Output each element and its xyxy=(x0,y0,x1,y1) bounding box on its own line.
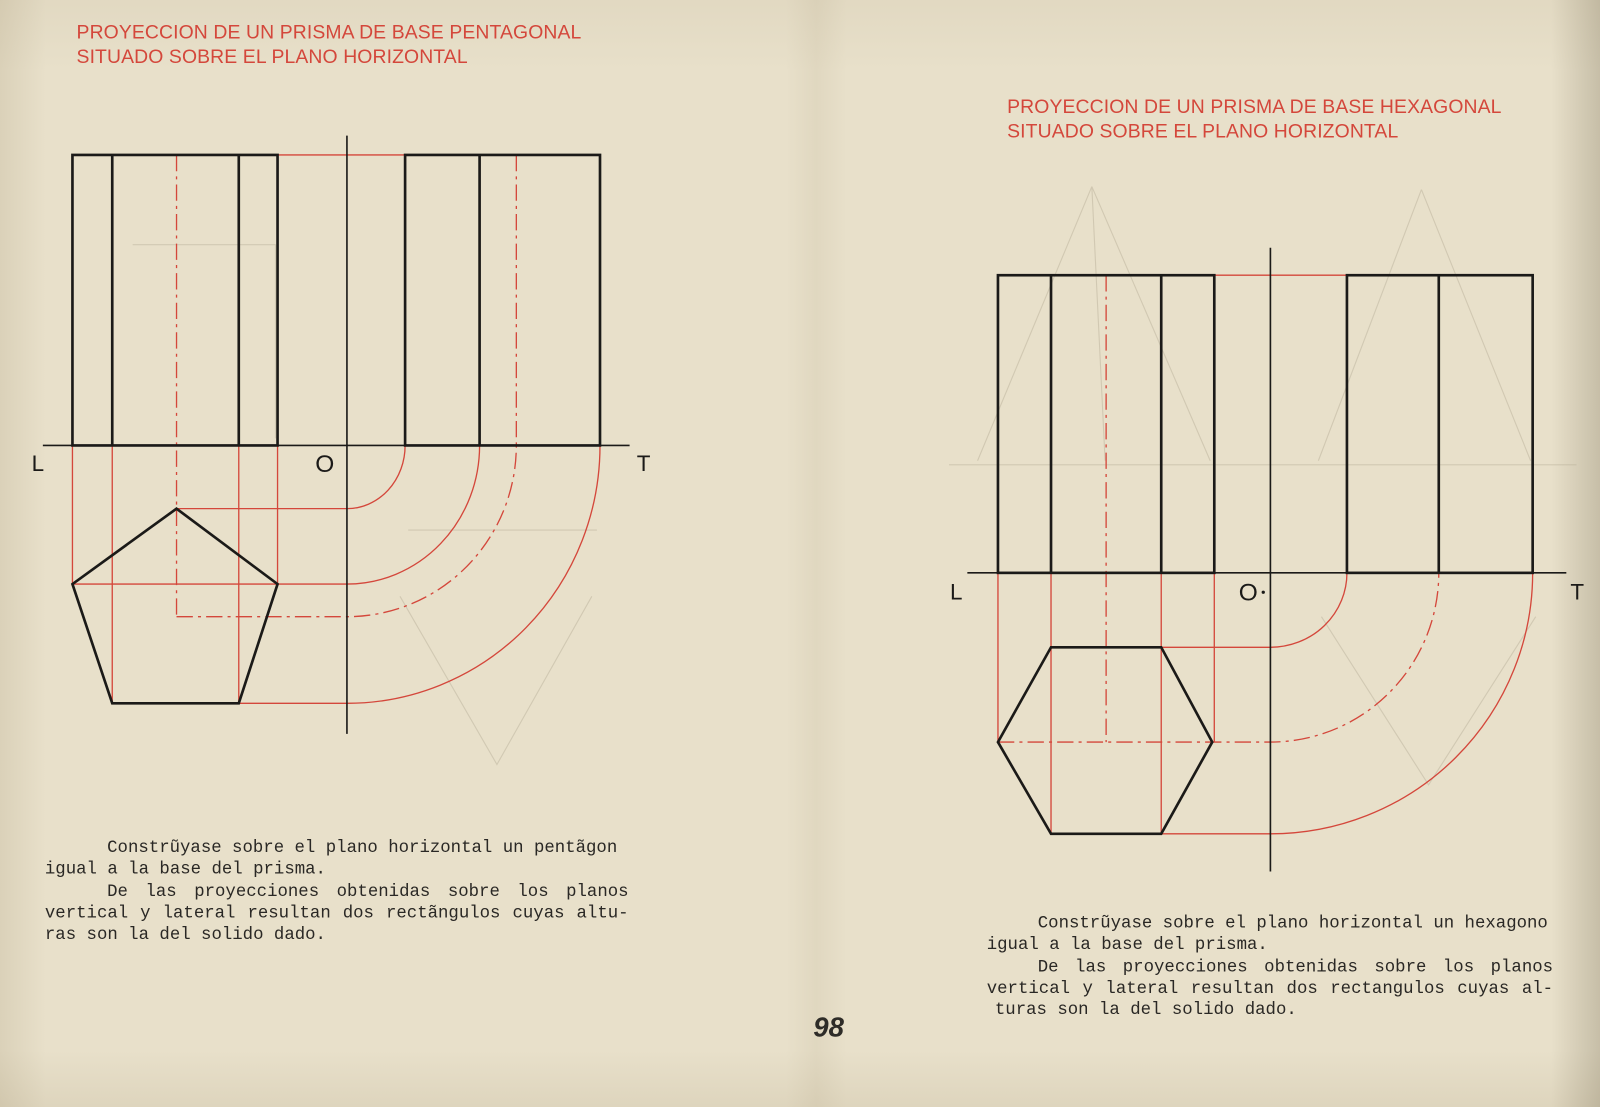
transfer-arc xyxy=(1161,572,1534,835)
transfer-arc xyxy=(72,445,481,585)
text-line: De las proyecciones obtenidas sobre los … xyxy=(107,882,629,902)
text-line: igual a la base del prisma. xyxy=(44,860,326,880)
title-line: PROYECCION DE UN PRISMA DE BASE PENTAGON… xyxy=(76,22,582,44)
label-o: O xyxy=(1239,579,1258,606)
origin-point-mark xyxy=(1261,590,1265,594)
pentagonal-prism-drawing: L O T xyxy=(32,135,651,734)
text-line: ras son la del solido dado. xyxy=(44,925,326,946)
label-t: T xyxy=(1570,579,1584,604)
bleed-through-trace xyxy=(1420,189,1532,461)
bleed-through-trace xyxy=(399,596,593,766)
left-page-title: PROYECCION DE UN PRISMA DE BASE PENTAGON… xyxy=(77,21,582,70)
pentagon-construction-lines xyxy=(71,154,601,705)
pentagon-visible-edges xyxy=(70,153,602,705)
title-line: SITUADO SOBRE EL PLANO HORIZONTAL xyxy=(1007,121,1399,143)
transfer-arc xyxy=(176,445,406,510)
bleed-through-trace xyxy=(1091,186,1106,461)
text-line: De las proyecciones obtenidas sobre los … xyxy=(1037,957,1554,978)
title-line: PROYECCION DE UN PRISMA DE BASE HEXAGONA… xyxy=(1007,96,1502,119)
right-page-description: Constrũyase sobre el plano horizontal un… xyxy=(987,913,1553,1022)
hexagon-construction-lines xyxy=(997,274,1534,835)
page-number: 98 xyxy=(813,1012,844,1043)
bleed-through-trace xyxy=(1091,186,1211,461)
hexagon-visible-edges xyxy=(996,273,1534,836)
pentagon-reference-lines xyxy=(42,135,630,734)
label-o: O xyxy=(315,451,334,478)
title-line: SITUADO SOBRE EL PLANO HORIZONTAL xyxy=(76,46,468,69)
axis-transfer-arc xyxy=(997,572,1440,743)
pentagon-base xyxy=(70,507,280,705)
bleed-through-traces xyxy=(132,186,1577,786)
bleed-through-trace xyxy=(132,244,277,439)
bleed-through-trace xyxy=(977,186,1093,461)
hexagon-axis-lines xyxy=(997,275,1440,743)
text-line: igual a la base del prisma. xyxy=(986,936,1268,956)
bleed-through-trace xyxy=(1317,189,1422,461)
hexagonal-prism-drawing: L O T xyxy=(950,247,1584,872)
transfer-arc xyxy=(1161,572,1348,648)
pentagon-axis-lines xyxy=(175,154,517,618)
hexagon-base xyxy=(996,645,1214,836)
left-page-description: Constrũyase sobre el plano horizontal un… xyxy=(45,838,629,947)
hexagon-reference-lines xyxy=(967,247,1567,872)
side-view-outline xyxy=(403,153,602,447)
bleed-through-trace xyxy=(1320,616,1537,786)
label-l: L xyxy=(32,451,44,476)
text-line: Constrũyase sobre el plano horizontal un… xyxy=(107,838,618,859)
transfer-arc xyxy=(238,445,601,705)
label-t: T xyxy=(637,451,651,476)
front-view-outline xyxy=(71,153,279,447)
text-line: Constrũyase sobre el plano horizontal un… xyxy=(1037,914,1548,934)
label-l: L xyxy=(950,579,962,604)
right-page-title: PROYECCION DE UN PRISMA DE BASE HEXAGONA… xyxy=(1007,96,1501,145)
axis-transfer-arc xyxy=(176,445,517,618)
text-line: vertical y lateral resultan dos rectangu… xyxy=(986,979,1554,999)
text-line: turas son la del solido dado. xyxy=(994,1001,1297,1021)
text-line: vertical y lateral resultan dos rectãngu… xyxy=(44,904,629,924)
